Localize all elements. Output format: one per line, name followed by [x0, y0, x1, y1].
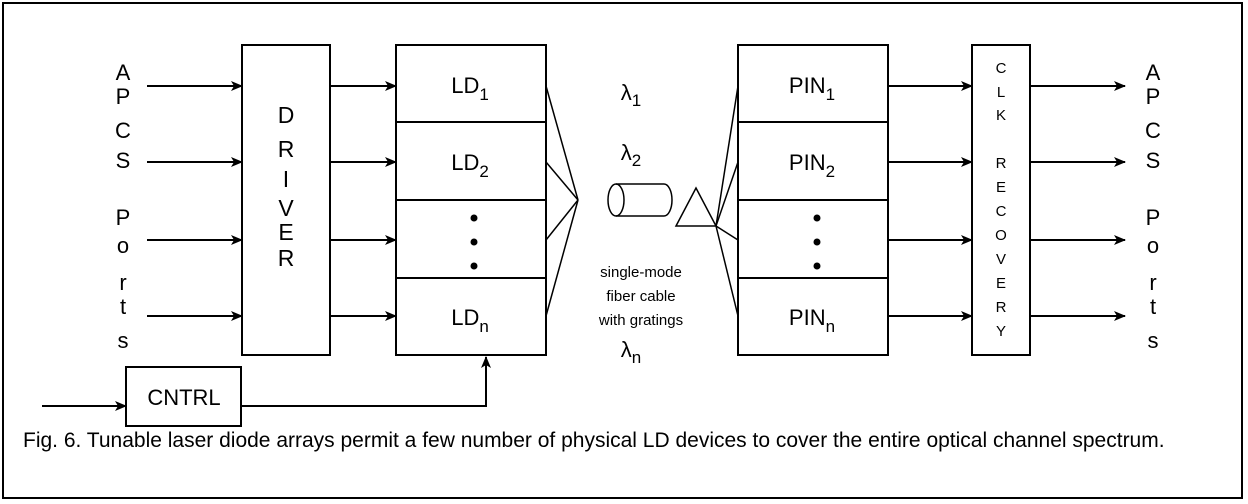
input-arrows — [147, 81, 243, 321]
left-ports-label: A P C S P o r t s — [115, 60, 131, 353]
ld-cell-2: LD2 — [451, 150, 489, 181]
right-port-letter: o — [1147, 233, 1159, 258]
clk-letter: E — [996, 275, 1006, 292]
left-port-letter: C — [115, 118, 131, 143]
ld-cell-n: LDn — [451, 305, 489, 336]
left-port-letter: A — [116, 60, 131, 85]
left-port-letter: r — [119, 270, 126, 295]
lambda-n-label: λn — [621, 337, 641, 367]
clk-letter: R — [996, 299, 1007, 316]
pin-cell-2: PIN2 — [789, 150, 835, 181]
fiber-note-line: with gratings — [598, 312, 683, 329]
left-port-letter: t — [120, 294, 126, 319]
fiber-note: single-mode fiber cable with gratings — [598, 264, 683, 329]
pin-cell-1: PIN1 — [789, 73, 835, 104]
figure-caption: Fig. 6. Tunable laser diode arrays permi… — [23, 429, 1165, 452]
left-port-letter: S — [116, 148, 131, 173]
cntrl-label: CNTRL — [147, 385, 220, 410]
clk-letter: V — [996, 251, 1006, 268]
right-port-letter: S — [1146, 148, 1161, 173]
right-port-letter: P — [1146, 84, 1161, 109]
fiber-note-line: fiber cable — [606, 288, 675, 305]
right-port-letter: C — [1145, 118, 1161, 143]
clk-letter: C — [996, 203, 1007, 220]
fiber-cable-icon — [607, 183, 673, 217]
grating-triangle-icon — [674, 186, 718, 227]
driver-letter: E — [278, 219, 293, 245]
right-ports-label: A P C S P o r t s — [1145, 60, 1161, 353]
left-port-letter: o — [117, 233, 129, 258]
ld-array: LD1 LD2 LDn — [395, 44, 547, 356]
lambda-1-label: λ1 — [621, 80, 641, 110]
clk-letter: K — [996, 107, 1006, 124]
driver-letter: I — [283, 166, 289, 192]
clk-letter: C — [996, 60, 1007, 77]
cntrl-box — [125, 366, 242, 427]
pin-array: PIN1 PIN2 PINn — [737, 44, 889, 356]
right-port-letter: s — [1148, 328, 1159, 353]
ellipsis-dots-ld — [470, 214, 478, 270]
ld-cell-1: LD1 — [451, 73, 489, 104]
driver-output-arrows — [330, 81, 397, 321]
right-port-letter: r — [1149, 270, 1156, 295]
driver-letter: V — [278, 195, 294, 221]
left-port-letter: P — [116, 205, 131, 230]
left-port-letter: s — [118, 328, 129, 353]
right-port-letter: P — [1146, 205, 1161, 230]
left-port-letter: P — [116, 84, 131, 109]
driver-letter: R — [278, 136, 295, 162]
mux-lines — [545, 85, 579, 317]
ellipsis-dots-pin — [813, 214, 821, 270]
pin-output-arrows — [888, 81, 973, 321]
driver-label: D R I V E R — [278, 102, 295, 271]
driver-letter: R — [278, 245, 295, 271]
cntrl-to-ld-arrow — [241, 356, 491, 407]
demux-lines — [715, 85, 739, 317]
driver-letter: D — [278, 102, 295, 128]
clk-letter: Y — [996, 323, 1006, 340]
clk-letter: E — [996, 179, 1006, 196]
clk-recovery-box — [971, 44, 1031, 356]
clk-letter: O — [995, 227, 1007, 244]
pin-cell-n: PINn — [789, 305, 835, 336]
clk-recovery-label: C L K R E C O V E R Y — [995, 60, 1007, 340]
clk-letter: R — [996, 155, 1007, 172]
fiber-note-line: single-mode — [600, 264, 682, 281]
right-port-letter: A — [1146, 60, 1161, 85]
right-port-letter: t — [1150, 294, 1156, 319]
clk-letter: L — [997, 84, 1005, 101]
output-arrows — [1030, 81, 1126, 321]
driver-box — [241, 44, 331, 356]
lambda-2-label: λ2 — [621, 140, 641, 170]
